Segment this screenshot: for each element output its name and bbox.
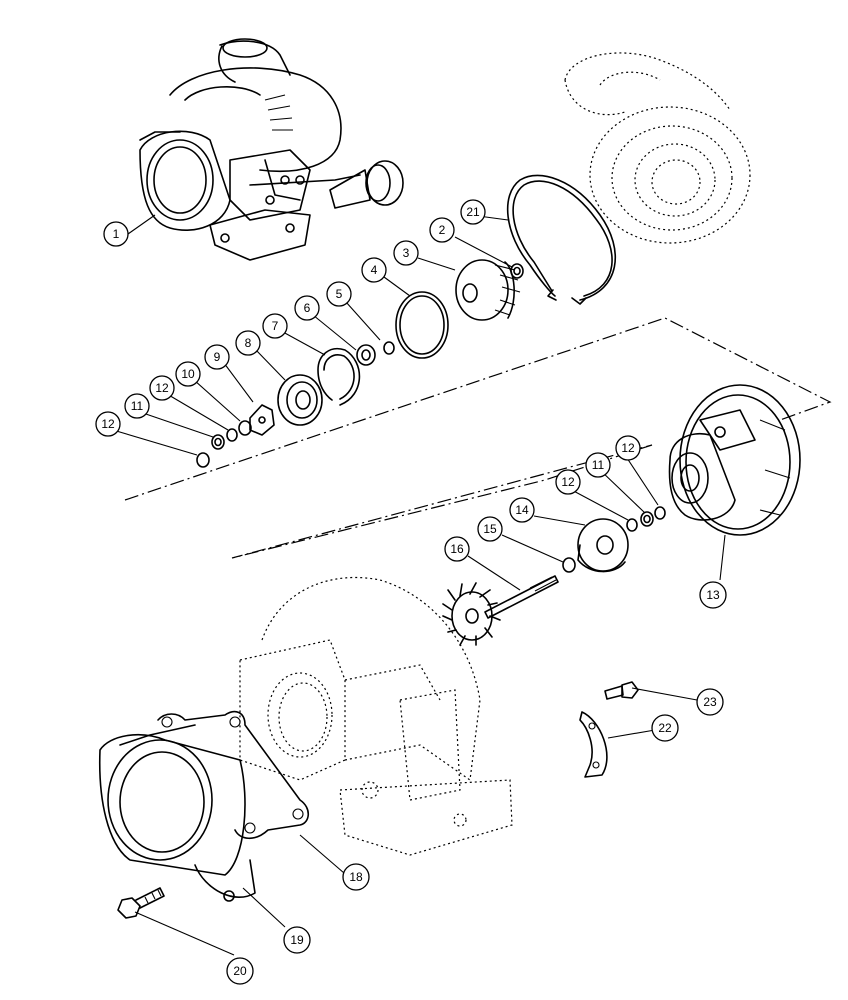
seal-ring-5: [383, 341, 395, 355]
bolt-20: [117, 887, 165, 919]
callout-16: 16: [444, 536, 470, 562]
svg-text:19: 19: [290, 933, 304, 947]
bolt-23: [604, 681, 639, 700]
compressor-cover-ghost: [564, 52, 751, 244]
thrust-bearing-9: [249, 404, 275, 436]
callout-13: 13: [699, 581, 727, 609]
svg-text:4: 4: [371, 263, 378, 277]
callout-15: 15: [477, 516, 503, 542]
seal-plate-14: [577, 518, 629, 573]
lock-plate-22: [579, 711, 608, 778]
snap-ring-21: [506, 174, 617, 305]
thrust-sleeve-6: [356, 344, 376, 366]
svg-text:13: 13: [706, 588, 720, 602]
svg-text:12: 12: [101, 417, 115, 431]
ring-12-upper: [226, 428, 238, 442]
callout-4: 4: [361, 257, 387, 283]
svg-text:14: 14: [515, 503, 529, 517]
ring-12-right-bottom: [626, 518, 638, 532]
svg-text:22: 22: [658, 721, 672, 735]
nut-2: [510, 263, 524, 279]
bearing-housing-13: [668, 384, 801, 536]
svg-text:12: 12: [621, 441, 635, 455]
bearing-11-right: [640, 511, 654, 527]
svg-text:16: 16: [450, 542, 464, 556]
callout-8: 8: [235, 330, 261, 356]
svg-text:15: 15: [483, 522, 497, 536]
svg-text:1: 1: [113, 227, 120, 241]
callout-1: 1: [103, 221, 129, 247]
exhaust-outlet-19: [98, 724, 256, 902]
svg-text:11: 11: [131, 399, 144, 413]
callout-14: 14: [509, 497, 535, 523]
callout-9: 9: [204, 344, 230, 370]
svg-text:21: 21: [466, 205, 480, 219]
callout-7: 7: [262, 313, 288, 339]
turbocharger-assembly: [139, 38, 404, 261]
callout-22: 22: [651, 714, 679, 742]
callout-10: 10: [175, 361, 201, 387]
callout-18: 18: [342, 863, 370, 891]
callout-11: 11: [124, 393, 150, 419]
callout-3: 3: [393, 240, 419, 266]
callout-20: 20: [226, 957, 254, 985]
turbine-housing-ghost: [239, 576, 513, 856]
svg-text:2: 2: [439, 223, 446, 237]
ring-12-right-top: [654, 506, 666, 520]
callout-23: 23: [696, 688, 724, 716]
callout-12-b: 12: [95, 411, 121, 437]
svg-text:9: 9: [214, 350, 221, 364]
callout-2: 2: [429, 217, 455, 243]
callout-12-a: 12: [149, 375, 175, 401]
thrust-plate-insert-8: [277, 374, 323, 426]
svg-text:8: 8: [245, 336, 252, 350]
callout-11-b: 11: [585, 452, 611, 478]
svg-text:18: 18: [349, 870, 363, 884]
svg-text:5: 5: [336, 287, 343, 301]
compressor-wheel-3: [455, 259, 521, 321]
callout-6: 6: [294, 295, 320, 321]
svg-text:7: 7: [272, 319, 279, 333]
ring-12-lower-left: [196, 452, 210, 468]
svg-text:20: 20: [233, 964, 247, 978]
callout-12-c: 12: [615, 435, 641, 461]
svg-text:12: 12: [155, 381, 169, 395]
svg-text:12: 12: [561, 475, 575, 489]
bearing-11-upper: [211, 434, 225, 450]
callout-21: 21: [460, 199, 486, 225]
center-section-phantom-outline: [124, 317, 832, 559]
snap-ring-7: [317, 348, 361, 406]
gasket-18: [157, 710, 310, 840]
o-ring-4: [395, 291, 449, 359]
callout-19: 19: [283, 926, 311, 954]
svg-text:6: 6: [304, 301, 311, 315]
callout-12-d: 12: [555, 469, 581, 495]
callout-5: 5: [326, 281, 352, 307]
svg-text:3: 3: [403, 246, 410, 260]
svg-text:23: 23: [703, 695, 717, 709]
svg-text:11: 11: [592, 458, 605, 472]
seal-ring-15: [562, 557, 576, 573]
svg-text:10: 10: [181, 367, 195, 381]
turbine-shaft-wheel-16: [442, 575, 559, 646]
thrust-collar-10: [238, 420, 252, 436]
leader-lines: [112, 214, 726, 956]
